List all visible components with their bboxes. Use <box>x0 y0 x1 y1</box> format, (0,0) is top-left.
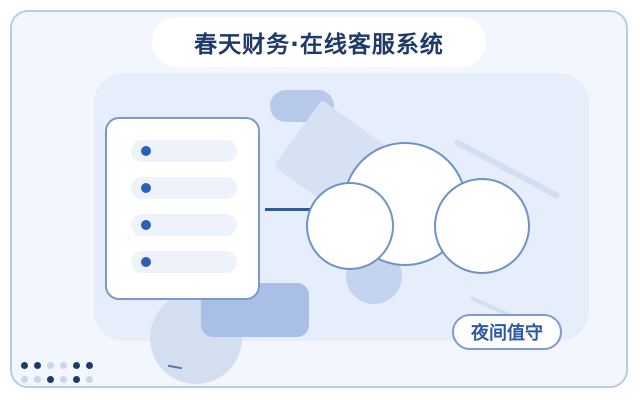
bullet-dot-icon <box>141 183 151 193</box>
dot <box>73 362 80 369</box>
list-item <box>131 251 237 273</box>
chat-bubble-icon <box>306 182 394 270</box>
connector-line <box>265 208 331 211</box>
dot <box>86 362 93 369</box>
list-item <box>131 140 237 162</box>
title-text: 春天财务·在线客服系统 <box>194 32 444 58</box>
dot <box>47 362 54 369</box>
bullet-dot-icon <box>141 220 151 230</box>
dot-pattern-icon <box>21 362 101 388</box>
badge-label: 夜间值守 <box>471 323 543 344</box>
dot <box>60 376 67 383</box>
bullet-dot-icon <box>141 257 151 267</box>
page-title: 春天财务·在线客服系统 <box>152 17 486 67</box>
dot <box>34 376 41 383</box>
night-duty-badge: 夜间值守 <box>452 314 562 350</box>
dot <box>34 362 41 369</box>
bullet-dot-icon <box>141 146 151 156</box>
bullet-list-icon <box>105 117 260 300</box>
dot <box>60 362 67 369</box>
dot <box>73 376 80 383</box>
chat-bubble-icon <box>434 178 530 274</box>
list-item <box>131 214 237 236</box>
dot <box>21 362 28 369</box>
dot <box>47 376 54 383</box>
dot <box>86 376 93 383</box>
list-item <box>131 177 237 199</box>
dot <box>21 376 28 383</box>
